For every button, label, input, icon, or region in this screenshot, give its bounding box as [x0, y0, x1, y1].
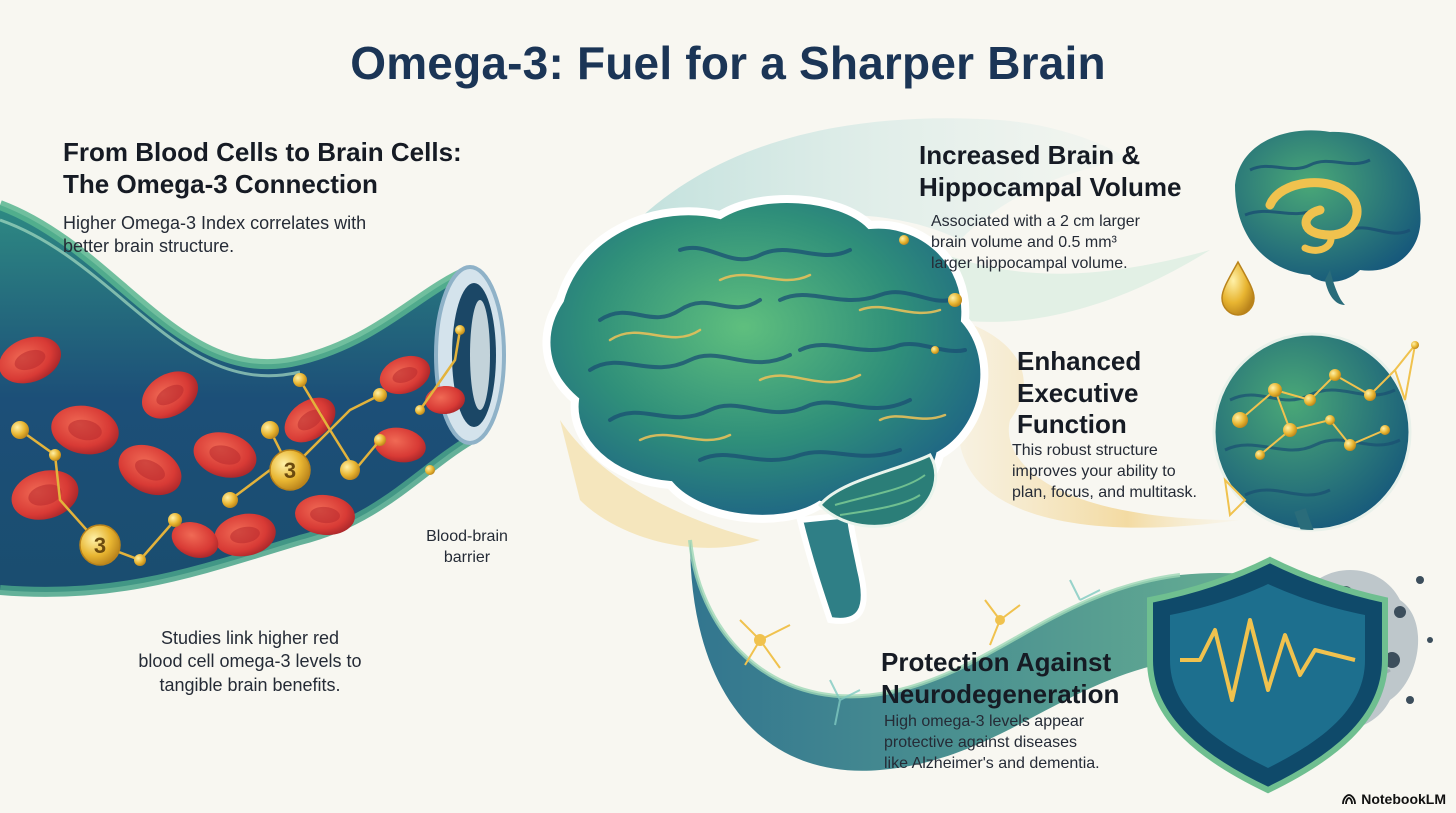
- notebooklm-brand: NotebookLM: [1342, 791, 1446, 807]
- volume-text-line-3: larger hippocampal volume.: [931, 254, 1128, 272]
- executive-text-line-1: This robust structure: [1012, 442, 1158, 459]
- protection-heading: Protection Against Neurodegeneration: [881, 647, 1119, 710]
- volume-heading: Increased Brain & Hippocampal Volume: [919, 140, 1181, 203]
- protection-text-line-3: like Alzheimer's and dementia.: [884, 754, 1100, 772]
- volume-heading-line-2: Hippocampal Volume: [919, 171, 1182, 202]
- omega-molecules: [19, 329, 462, 562]
- protection-text-line-2: protective against diseases: [884, 733, 1077, 751]
- gold-flow-2: [560, 420, 760, 548]
- executive-heading-line-2: Executive: [1017, 377, 1139, 408]
- omega-3-badge-2: 3: [269, 449, 311, 491]
- volume-text: Associated with a 2 cm larger brain volu…: [931, 212, 1140, 274]
- executive-heading: Enhanced Executive Function: [1017, 346, 1141, 441]
- barrier-label-line-1: Blood-brain: [426, 528, 508, 545]
- gold-dots: [899, 235, 962, 354]
- left-heading-line-2: The Omega-3 Connection: [63, 168, 378, 199]
- barrier-label: Blood-brain barrier: [405, 527, 529, 569]
- shield-icon: [1147, 556, 1388, 794]
- volume-text-line-2: brain volume and 0.5 mm³: [931, 233, 1117, 251]
- barrier-opening: [434, 265, 506, 445]
- bottom-left-line-2: blood cell omega-3 levels to: [138, 651, 362, 672]
- left-heading-line-1: From Blood Cells to Brain Cells:: [63, 137, 462, 167]
- notebooklm-logo-icon: [1342, 793, 1357, 804]
- omega-3-badge-1: 3: [79, 524, 121, 566]
- brand-label: NotebookLM: [1361, 791, 1446, 807]
- left-text-line-1: Higher Omega-3 Index correlates with: [63, 213, 367, 233]
- executive-heading-line-3: Function: [1017, 409, 1127, 440]
- protection-heading-line-1: Protection Against: [881, 647, 1112, 677]
- left-section-heading: From Blood Cells to Brain Cells: The Ome…: [63, 137, 462, 200]
- executive-text: This robust structure improves your abil…: [1012, 441, 1197, 503]
- executive-heading-line-1: Enhanced: [1017, 346, 1142, 376]
- oil-drop-icon: [1221, 260, 1255, 316]
- brain-network-icon: [1212, 332, 1419, 532]
- main-brain: [542, 194, 989, 624]
- red-blood-cells: [0, 336, 465, 558]
- executive-text-line-2: improves your ability to: [1012, 462, 1176, 480]
- bottom-left-line-1: Studies link higher red: [160, 628, 340, 648]
- gold-flow: [958, 320, 1240, 528]
- volume-heading-line-1: Increased Brain &: [919, 140, 1141, 170]
- page-title: Omega-3: Fuel for a Sharper Brain: [350, 37, 1106, 89]
- svg-text:3: 3: [94, 533, 106, 558]
- executive-text-line-3: plan, focus, and multitask.: [1012, 483, 1197, 501]
- protection-text: High omega-3 levels appear protective ag…: [884, 712, 1100, 774]
- barrier-label-line-2: barrier: [443, 548, 491, 566]
- protection-text-line-1: High omega-3 levels appear: [884, 713, 1085, 730]
- volume-text-line-1: Associated with a 2 cm larger: [931, 213, 1140, 230]
- left-section-text: Higher Omega-3 Index correlates with bet…: [63, 212, 366, 259]
- bottom-left-line-3: tangible brain benefits.: [159, 674, 341, 695]
- omega-nodes: [11, 325, 465, 566]
- protection-heading-line-2: Neurodegeneration: [881, 678, 1120, 709]
- hippocampus-brain-icon: [1235, 130, 1421, 305]
- bottom-left-text: Studies link higher red blood cell omega…: [120, 627, 380, 697]
- svg-text:3: 3: [284, 458, 296, 483]
- left-text-line-2: better brain structure.: [63, 236, 235, 257]
- blood-vessel: [0, 200, 473, 597]
